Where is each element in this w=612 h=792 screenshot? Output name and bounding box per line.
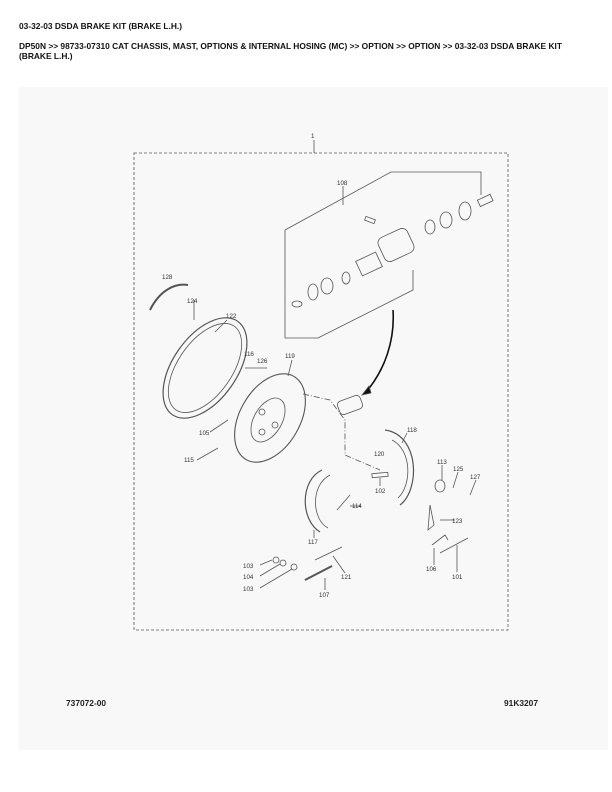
callout: 128 (162, 274, 173, 281)
breadcrumb: DP50N >> 98733-07310 CAT CHASSIS, MAST, … (19, 41, 562, 61)
callout: 127 (470, 474, 481, 481)
callout: 106 (426, 566, 437, 573)
callout: 107 (319, 592, 330, 599)
cup (341, 271, 351, 285)
drawing-number: 737072-00 (66, 698, 107, 708)
callout: 1 (311, 133, 315, 140)
callout: 113 (437, 459, 447, 466)
callout: 105 (199, 430, 210, 437)
page-title: 03-32-03 DSDA BRAKE KIT (BRAKE L.H.) (19, 21, 183, 31)
callout: 120 (374, 451, 385, 458)
callout: 126 (257, 358, 268, 365)
callout: 104 (243, 574, 254, 581)
callout: 124 (187, 298, 198, 305)
callout: 116 (244, 351, 254, 358)
callout: 103 (243, 563, 254, 570)
diagram-sheet (18, 87, 608, 750)
callout: 125 (453, 466, 464, 473)
callout-labels: 1 108 128 124 122 116 126 119 105 115 11… (162, 133, 481, 599)
callout: 114 (352, 503, 362, 510)
page-code: 91K3207 (504, 698, 538, 708)
boot (307, 283, 319, 301)
callout: 121 (341, 574, 352, 581)
callout: 108 (337, 180, 348, 187)
callout: 103 (243, 586, 254, 593)
callout: 122 (226, 313, 237, 320)
callout: 102 (375, 488, 386, 495)
spring (355, 251, 383, 277)
callout: 117 (308, 539, 318, 546)
callout: 119 (285, 353, 295, 360)
callout: 123 (452, 518, 463, 525)
piston (320, 277, 334, 295)
piston-boot (291, 300, 303, 308)
kit-boundary (133, 152, 509, 631)
callout: 118 (407, 427, 417, 434)
callout: 101 (452, 574, 463, 581)
cylinder-body (377, 228, 415, 262)
callout: 115 (184, 457, 194, 464)
